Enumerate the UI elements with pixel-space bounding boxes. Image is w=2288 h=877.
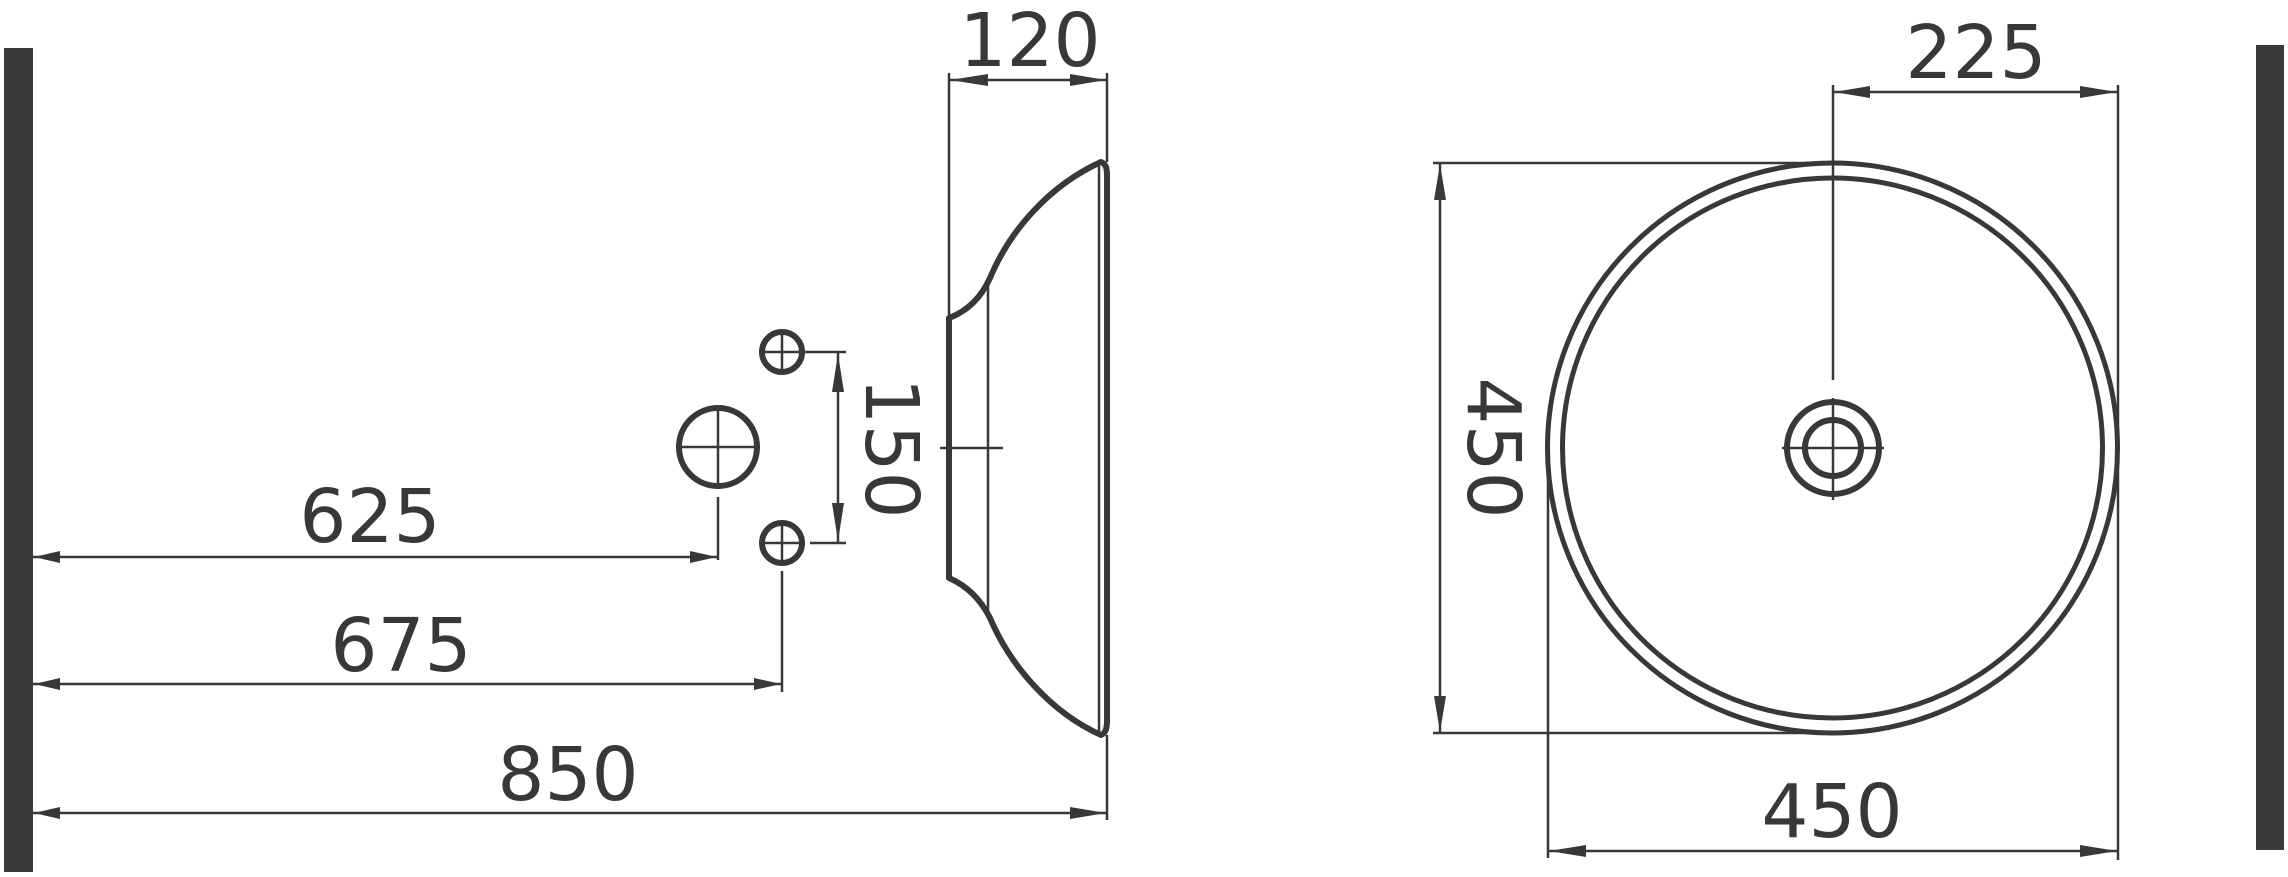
dim-tap-hole-spacing: 150 xyxy=(832,352,934,543)
dim-120-label: 120 xyxy=(959,0,1100,84)
tap-hole-lower xyxy=(759,520,846,692)
dim-450-vertical-label: 450 xyxy=(1450,377,1536,518)
dim-625-label: 625 xyxy=(299,474,440,560)
dim-675-label: 675 xyxy=(330,603,471,689)
right-wall xyxy=(2256,45,2284,850)
dim-basin-depth: 120 xyxy=(947,0,1109,318)
left-wall xyxy=(4,48,33,872)
drain-symbol xyxy=(1782,85,1884,500)
dim-850-label: 850 xyxy=(497,732,638,818)
tap-hole-upper xyxy=(759,329,846,375)
dim-wall-to-front: 850 xyxy=(33,732,1109,820)
dim-450-horizontal-label: 450 xyxy=(1761,769,1902,855)
dim-half-width: 225 xyxy=(1833,10,2120,860)
waste-outlet-symbol xyxy=(676,405,760,560)
dim-wall-to-tap-holes: 675 xyxy=(33,603,782,690)
basin-side-profile xyxy=(940,159,1110,738)
dim-225-label: 225 xyxy=(1905,10,2046,96)
dim-width: 450 xyxy=(1546,440,2118,858)
dim-150-label: 150 xyxy=(848,377,934,518)
dim-wall-to-waste: 625 xyxy=(33,474,718,563)
dim-depth: 450 xyxy=(1433,161,1832,735)
